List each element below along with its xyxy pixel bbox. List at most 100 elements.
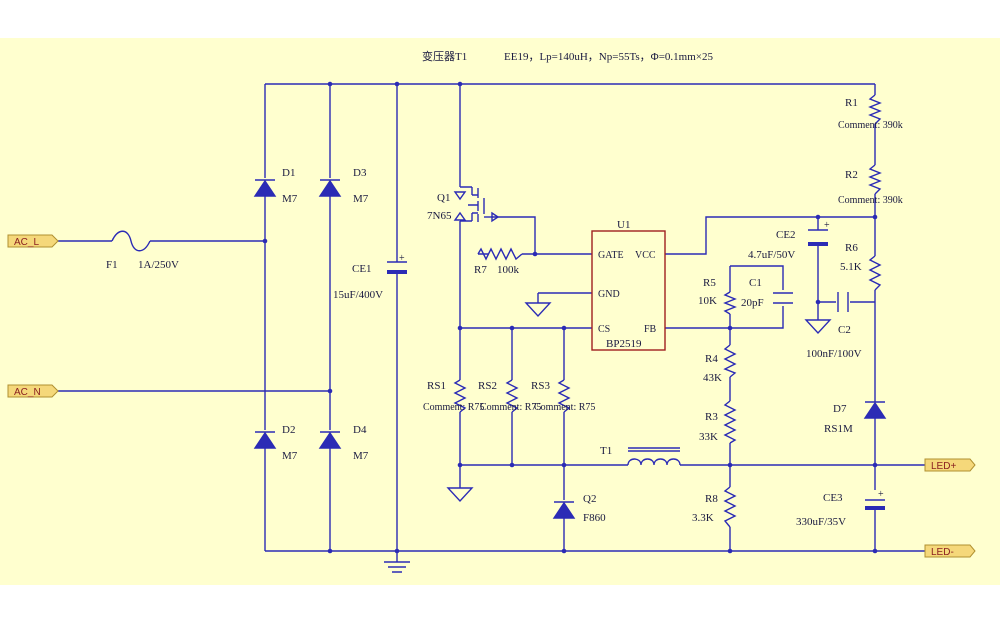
ce2-value: 4.7uF/50V (748, 249, 795, 261)
u1-pin-vcc: VCC (635, 250, 656, 261)
capacitor-ce3[interactable]: + CE3 330uF/35V (796, 489, 885, 528)
diode-d1-ref: D1 (282, 167, 295, 179)
diode-d2-ref: D2 (282, 424, 295, 436)
port-led-plus-label: LED+ (931, 461, 956, 472)
r6-value: 5.1K (840, 261, 862, 273)
rs3-value: Comment: R75 (534, 402, 595, 413)
u1-ref: U1 (617, 219, 630, 231)
rs1-ref: RS1 (427, 380, 446, 392)
ground-symbol-ce2 (804, 319, 832, 335)
ce1-ref: CE1 (352, 263, 372, 275)
r8-value: 3.3K (692, 512, 714, 524)
resistor-r6[interactable]: R6 5.1K (840, 242, 882, 291)
capacitor-ce1[interactable]: + CE1 15uF/400V (333, 253, 407, 301)
junction-dots (262, 81, 878, 554)
inductor-t1[interactable]: T1 (600, 445, 681, 466)
diode-d1[interactable]: D1 M7 (253, 167, 298, 205)
r1-ref: R1 (845, 97, 858, 109)
u1-pin-gate: GATE (598, 250, 624, 261)
r7-ref: R7 (474, 264, 487, 276)
r2-ref: R2 (845, 169, 858, 181)
ce3-ref: CE3 (823, 492, 843, 504)
port-ac-l-label: AC_L (14, 237, 39, 248)
diode-d7[interactable]: D7 RS1M (824, 401, 887, 435)
r3-value: 33K (699, 431, 718, 443)
diode-d4-ref: D4 (353, 424, 367, 436)
transformer-spec: EE19，Lp=140uH，Np=55Ts，Φ=0.1mm×25 (504, 51, 713, 63)
mosfet-q1[interactable]: Q1 7N65 (427, 186, 500, 223)
ground-symbol-u1 (524, 302, 552, 318)
port-led-minus-label: LED- (931, 547, 954, 558)
ce1-value: 15uF/400V (333, 289, 383, 301)
r6-ref: R6 (845, 242, 858, 254)
top-margin (0, 0, 1000, 38)
r5-value: 10K (698, 295, 717, 307)
rs3-ref: RS3 (531, 380, 550, 392)
r8-ref: R8 (705, 493, 718, 505)
ce3-plus-sign: + (878, 489, 884, 500)
resistor-r8[interactable]: R8 3.3K (692, 486, 737, 528)
u1-pin-gnd: GND (598, 289, 620, 300)
capacitor-ce2[interactable]: + CE2 4.7uF/50V (748, 220, 830, 261)
c2-value: 100nF/100V (806, 348, 862, 360)
ce2-ref: CE2 (776, 229, 796, 241)
port-led-plus[interactable]: LED+ (924, 458, 976, 472)
port-led-minus[interactable]: LED- (924, 544, 976, 558)
diode-d3-ref: D3 (353, 167, 367, 179)
resistor-r2[interactable]: R2 Comment: 390k (838, 164, 903, 206)
rs1-value: Comment: R75 (423, 402, 484, 413)
ground-symbol-bottom (384, 561, 410, 573)
resistor-rs1[interactable]: RS1 Comment: R75 (423, 379, 484, 413)
r3-ref: R3 (705, 411, 718, 423)
diode-q2[interactable]: Q2 F860 (552, 493, 606, 524)
resistor-r4[interactable]: R4 43K (703, 344, 737, 384)
d7-value: RS1M (824, 423, 853, 435)
diode-d3-value: M7 (353, 193, 369, 205)
u1-pin-fb: FB (644, 324, 657, 335)
ic-u1[interactable]: U1 GATE VCC GND CS FB BP2519 (591, 219, 666, 351)
diode-d2-value: M7 (282, 450, 298, 462)
c1-value: 20pF (741, 297, 764, 309)
capacitor-c2[interactable]: C2 100nF/100V (806, 292, 862, 360)
port-ac-l[interactable]: AC_L (7, 234, 59, 248)
d7-ref: D7 (833, 403, 847, 415)
r2-value: Comment: 390k (838, 195, 903, 206)
capacitor-c1[interactable]: C1 20pF (741, 277, 793, 309)
ce2-plus-sign: + (824, 220, 830, 231)
ce3-value: 330uF/35V (796, 516, 846, 528)
resistor-rs2[interactable]: RS2 Comment: R75 (478, 379, 541, 413)
diode-d2[interactable]: D2 M7 (253, 424, 298, 462)
r5-ref: R5 (703, 277, 716, 289)
r4-value: 43K (703, 372, 722, 384)
u1-part: BP2519 (606, 338, 642, 350)
resistor-r5[interactable]: R5 10K (698, 277, 737, 315)
t1-ref: T1 (600, 445, 612, 457)
transformer-title: 变压器T1 (422, 49, 467, 63)
q1-ref: Q1 (437, 192, 450, 204)
port-ac-n[interactable]: AC_N (7, 384, 59, 398)
wires (58, 83, 925, 562)
ground-symbol-sense (446, 487, 474, 503)
r7-value: 100k (497, 264, 520, 276)
ce1-plus-sign: + (399, 253, 405, 264)
q2-value: F860 (583, 512, 606, 524)
c1-ref: C1 (749, 277, 762, 289)
diode-d4-value: M7 (353, 450, 369, 462)
bottom-margin (0, 585, 1000, 625)
resistor-rs3[interactable]: RS3 Comment: R75 (531, 379, 595, 413)
resistor-r1[interactable]: R1 Comment: 390k (838, 94, 903, 131)
resistor-r7[interactable]: R7 100k (474, 247, 523, 276)
fuse-f1-ref: F1 (106, 259, 118, 271)
u1-pin-cs: CS (598, 324, 610, 335)
rs2-value: Comment: R75 (480, 402, 541, 413)
q1-value: 7N65 (427, 210, 452, 222)
diode-d3[interactable]: D3 M7 (318, 167, 369, 205)
resistor-r3[interactable]: R3 33K (699, 400, 737, 444)
diode-d1-value: M7 (282, 193, 298, 205)
diode-d4[interactable]: D4 M7 (318, 424, 369, 462)
fuse-f1[interactable]: F1 1A/250V (106, 230, 179, 271)
q2-ref: Q2 (583, 493, 596, 505)
